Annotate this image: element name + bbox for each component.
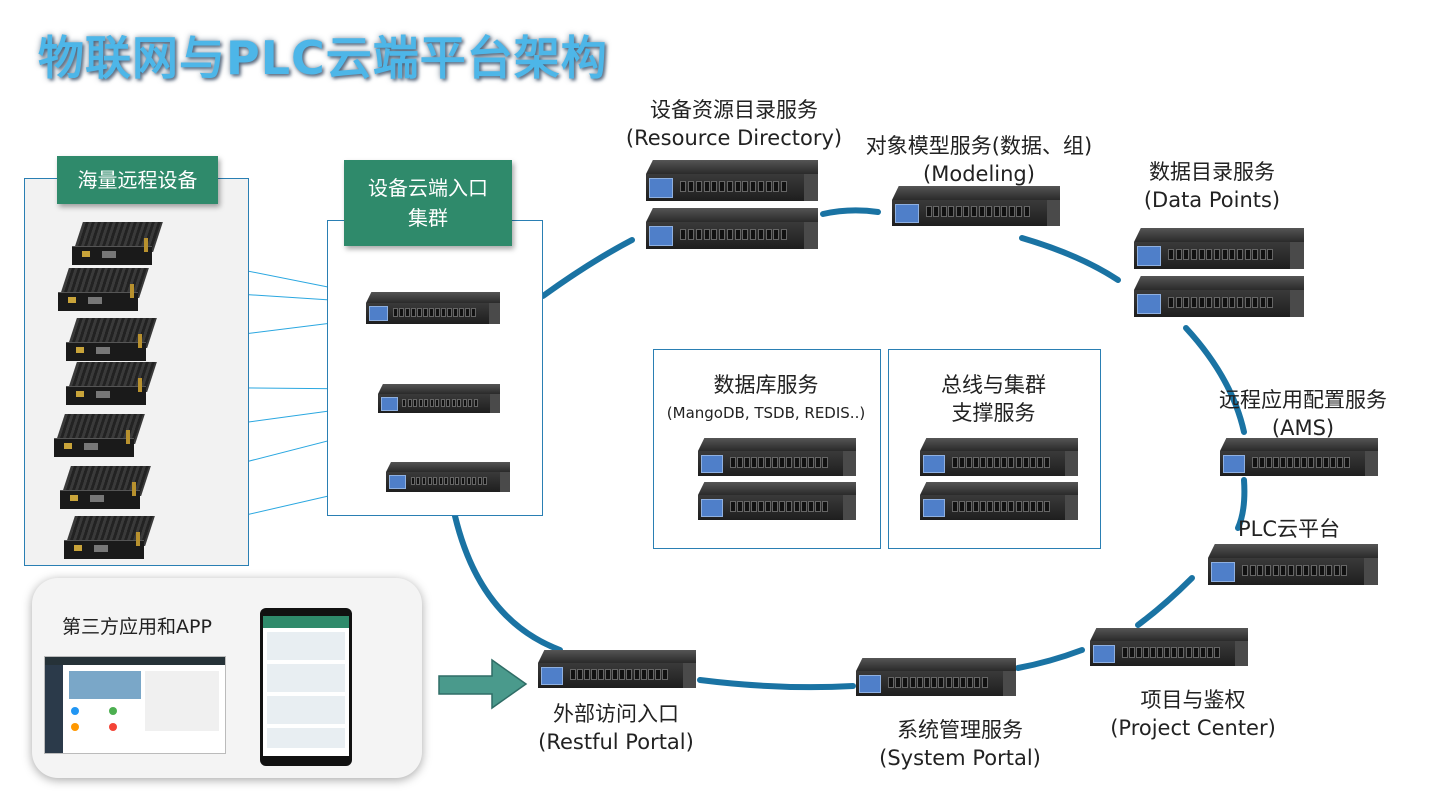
rack-server-icon	[1208, 544, 1378, 585]
rack-server-icon	[920, 438, 1078, 476]
rack-server-icon	[378, 384, 500, 413]
data-points-name: 数据目录服务	[1149, 160, 1275, 184]
rack-server-icon	[646, 208, 818, 249]
rack-server-icon	[698, 482, 856, 520]
rack-server-icon	[698, 438, 856, 476]
ring-segment	[1135, 575, 1195, 628]
plc-cloud-label: PLC云平台	[1224, 515, 1354, 543]
web-dashboard-thumbnail	[44, 656, 226, 754]
iot-gateway-icon	[60, 466, 151, 512]
mobile-app-thumbnail	[260, 608, 352, 766]
rack-server-icon	[920, 482, 1078, 520]
bus-cluster-line2: 支撑服务	[951, 401, 1036, 425]
ring-segment	[697, 677, 856, 691]
iot-gateway-icon	[64, 516, 155, 562]
third-party-label: 第三方应用和APP	[62, 616, 212, 638]
bus-cluster-label: 总线与集群 支撑服务	[890, 371, 1097, 427]
ams-name: 远程应用配置服务	[1219, 388, 1387, 412]
third-party-panel: 第三方应用和APP	[32, 578, 422, 778]
rack-server-icon	[892, 186, 1060, 226]
resource-directory-en: (Resource Directory)	[625, 126, 843, 150]
cluster-label: 设备云端入口 集群	[344, 160, 512, 246]
ams-en: (AMS)	[1271, 416, 1335, 440]
system-portal-label: 系统管理服务 (System Portal)	[868, 716, 1052, 772]
project-center-en: (Project Center)	[1110, 716, 1276, 740]
rack-server-icon	[1090, 628, 1248, 666]
cluster-label-line1: 设备云端入口	[368, 176, 488, 200]
modeling-label: 对象模型服务(数据、组) (Modeling)	[848, 132, 1110, 188]
iot-gateway-icon	[66, 362, 157, 408]
ring-segment	[1235, 477, 1248, 531]
ring-segment	[1015, 647, 1085, 671]
database-name: 数据库服务	[713, 373, 819, 397]
project-center-name: 项目与鉴权	[1140, 688, 1246, 712]
restful-portal-label: 外部访问入口 (Restful Portal)	[526, 700, 706, 756]
ring-segment	[540, 237, 635, 299]
iot-gateway-icon	[58, 268, 149, 314]
iot-gateway-icon	[72, 222, 163, 268]
plc-cloud-name: PLC云平台	[1237, 517, 1341, 541]
database-en: (MangoDB, TSDB, REDIS..)	[666, 404, 866, 422]
ring-segment	[820, 207, 881, 217]
remote-devices-label: 海量远程设备	[57, 156, 218, 204]
rack-server-icon	[1134, 228, 1304, 269]
cluster-label-line2: 集群	[408, 206, 448, 230]
rack-server-icon	[386, 462, 510, 492]
system-portal-en: (System Portal)	[879, 746, 1041, 770]
system-portal-name: 系统管理服务	[897, 718, 1023, 742]
resource-directory-label: 设备资源目录服务 (Resource Directory)	[620, 96, 848, 152]
ring-segment	[452, 513, 563, 653]
third-party-arrow	[438, 658, 528, 710]
bus-cluster-panel	[888, 349, 1101, 549]
bus-cluster-line1: 总线与集群	[941, 373, 1046, 397]
project-center-label: 项目与鉴权 (Project Center)	[1098, 686, 1288, 742]
restful-portal-en: (Restful Portal)	[538, 730, 694, 754]
modeling-name: 对象模型服务(数据、组)	[865, 134, 1093, 158]
ring-segment	[1183, 325, 1247, 435]
rack-server-icon	[366, 292, 500, 324]
rack-server-icon	[1134, 276, 1304, 317]
database-label: 数据库服务 (MangoDB, TSDB, REDIS..)	[655, 371, 877, 427]
rack-server-icon	[646, 160, 818, 201]
data-points-en: (Data Points)	[1143, 188, 1281, 212]
restful-portal-name: 外部访问入口	[553, 702, 679, 726]
modeling-en: (Modeling)	[923, 162, 1035, 186]
data-points-label: 数据目录服务 (Data Points)	[1120, 158, 1304, 214]
rack-server-icon	[538, 650, 696, 688]
rack-server-icon	[1220, 438, 1378, 476]
resource-directory-name: 设备资源目录服务	[650, 98, 818, 122]
ring-segment	[1019, 235, 1121, 283]
iot-gateway-icon	[54, 414, 145, 460]
page-title: 物联网与PLC云端平台架构	[38, 31, 608, 85]
rack-server-icon	[856, 658, 1016, 696]
database-panel	[653, 349, 881, 549]
ams-label: 远程应用配置服务 (AMS)	[1200, 386, 1406, 442]
iot-gateway-icon	[66, 318, 157, 364]
